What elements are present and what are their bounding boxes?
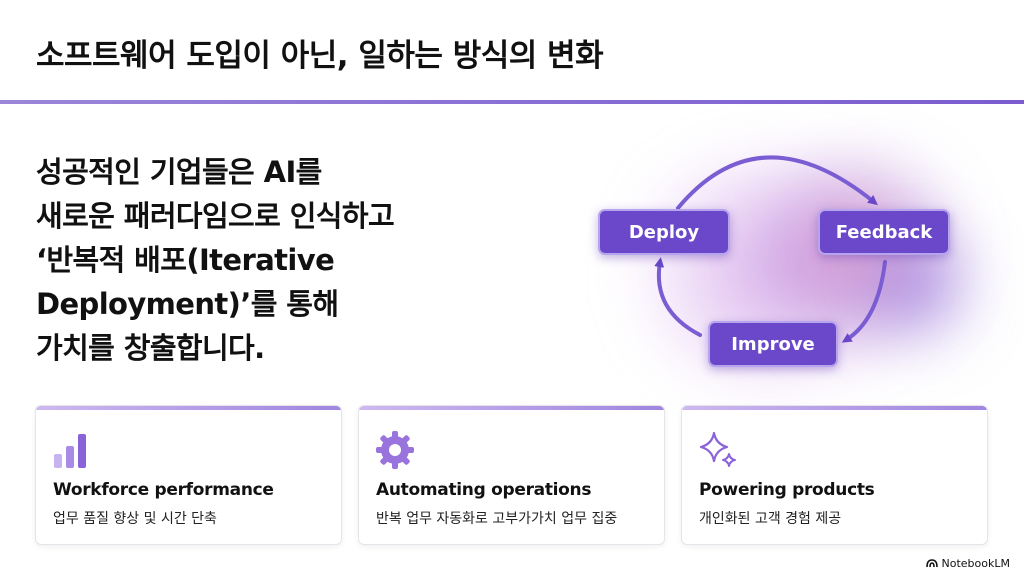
card-title: Workforce performance: [53, 480, 274, 500]
headline-line-2: 새로운 패러다임으로 인식하고: [36, 199, 395, 233]
notebooklm-watermark: NotebookLM: [925, 557, 1010, 570]
title-divider: [0, 100, 1024, 104]
card-subtitle: 업무 품질 향상 및 시간 단축: [53, 511, 217, 527]
headline-line-1: 성공적인 기업들은 AI를: [36, 155, 322, 189]
cycle-arrows: [654, 155, 887, 343]
headline-line-3: ‘반복적 배포(Iterative: [36, 243, 335, 277]
card-title: Automating operations: [376, 480, 592, 500]
card-subtitle: 반복 업무 자동화로 고부가가치 업무 집중: [376, 511, 618, 527]
headline-line-5: 가치를 창출합니다.: [36, 331, 265, 365]
headline-text: 성공적인 기업들은 AI를 새로운 패러다임으로 인식하고 ‘반복적 배포(It…: [36, 150, 506, 370]
cycle-node-deploy: Deploy: [598, 209, 730, 255]
cycle-node-improve: Improve: [708, 321, 838, 367]
notebooklm-logo-icon: [925, 559, 938, 568]
card-subtitle: 개인화된 고객 경험 제공: [699, 511, 842, 527]
gear-icon: [376, 431, 414, 469]
card-powering-products: Powering products 개인화된 고객 경험 제공: [681, 405, 988, 545]
bar-chart-icon: [54, 434, 86, 468]
card-automating-operations: Automating operations 반복 업무 자동화로 고부가가치 업…: [358, 405, 665, 545]
sparkle-icon: [699, 431, 736, 467]
card-workforce-performance: Workforce performance 업무 품질 향상 및 시간 단축: [35, 405, 342, 545]
card-title: Powering products: [699, 480, 875, 500]
arrow-improve-to-deploy: [654, 257, 702, 337]
arrow-deploy-to-feedback: [676, 155, 878, 210]
brand-label: NotebookLM: [941, 557, 1010, 570]
cycle-node-feedback: Feedback: [818, 209, 950, 255]
arrow-feedback-to-improve: [841, 260, 887, 343]
slide-title: 소프트웨어 도입이 아닌, 일하는 방식의 변화: [36, 38, 604, 74]
headline-line-4: Deployment)’를 통해: [36, 287, 339, 321]
iteration-cycle-diagram: Deploy Feedback Improve: [560, 120, 1000, 390]
